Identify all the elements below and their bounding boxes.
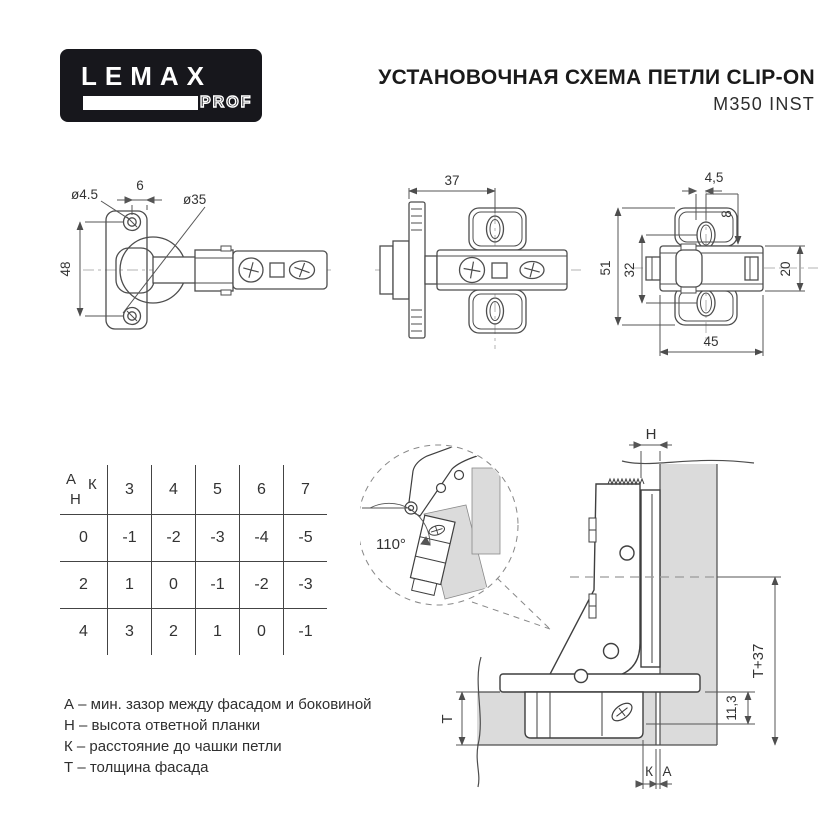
drawing-hinge-front-view: ø4.5 6 ø35 48 (58, 178, 331, 330)
title-block: УСТАНОВОЧНАЯ СХЕМА ПЕТЛИ CLIP-ON M350 IN… (378, 66, 815, 115)
label-gap: А (662, 764, 671, 779)
corner-label-a: А (66, 471, 77, 488)
section-mounting-diagram: Н 110° Т+37 11,3 Т К А (360, 426, 781, 789)
table-cell: -2 (151, 514, 196, 562)
table-cell: 1 (195, 608, 240, 655)
table-cell: -1 (195, 561, 240, 609)
table-cell: 1 (107, 561, 152, 609)
dim-hole-dia: ø4.5 (71, 187, 98, 202)
table-header-row: А К Н 3 4 5 6 7 (60, 465, 327, 515)
table-cell: -1 (283, 608, 327, 655)
lemax-logo: LEMAX PROF (60, 49, 262, 122)
table-row: 4 3 2 1 0 -1 (60, 608, 327, 655)
table-cell: 0 (239, 608, 284, 655)
dim-arm-width: 20 (778, 261, 793, 276)
label-cup-depth: 11,3 (724, 695, 739, 720)
label-opening-angle: 110° (376, 536, 406, 553)
hinge-adjustment-table: А К Н 3 4 5 6 7 0 -1 -2 -3 -4 -5 2 1 0 -… (60, 465, 327, 655)
logo-sub-text: PROF (199, 93, 253, 111)
col-header: 3 (107, 465, 152, 515)
col-header: 7 (283, 465, 327, 515)
legend-item-t: Т – толщина фасада (64, 759, 209, 776)
label-facade-thickness: Т (439, 714, 456, 723)
page-subtitle: M350 INST (713, 94, 815, 114)
page-title: УСТАНОВОЧНАЯ СХЕМА ПЕТЛИ CLIP-ON (378, 66, 815, 89)
legend-item-a: А – мин. зазор между фасадом и боковиной (64, 696, 372, 713)
legend: А – мин. зазор между фасадом и боковиной… (64, 694, 372, 778)
table-row: 2 1 0 -1 -2 -3 (60, 561, 327, 609)
table-cell: -3 (195, 514, 240, 562)
table-row: 0 -1 -2 -3 -4 -5 (60, 514, 327, 562)
drawing-mounting-plate-view: 4,5 8 51 32 20 45 (600, 170, 818, 356)
table-cell: -3 (283, 561, 327, 609)
legend-item-k: К – расстояние до чашки петли (64, 738, 282, 755)
logo-brand-text: LEMAX (81, 61, 212, 91)
table-corner-cell: А К Н (60, 465, 108, 515)
dim-plate-height: 51 (600, 260, 613, 275)
table-cell: -2 (239, 561, 284, 609)
dim-hole-spacing: 48 (58, 261, 73, 276)
col-header: 6 (239, 465, 284, 515)
row-header: 4 (60, 608, 108, 655)
corner-label-h: Н (70, 491, 81, 508)
table-cell: 2 (151, 608, 196, 655)
corner-label-k: К (88, 476, 97, 493)
row-header: 2 (60, 561, 108, 609)
dim-cup-dia: ø35 (183, 192, 206, 207)
col-header: 4 (151, 465, 196, 515)
dim-plate-width: 45 (703, 334, 718, 349)
label-overlay-formula: Т+37 (750, 644, 767, 679)
logo-bar (83, 96, 198, 110)
dim-slot-edge: 8 (719, 210, 734, 218)
dim-depth-to-axis: 37 (444, 173, 459, 188)
dim-slot-spacing: 32 (622, 262, 637, 277)
table-cell: 0 (151, 561, 196, 609)
table-cell: 3 (107, 608, 152, 655)
label-cup-distance: К (645, 764, 653, 779)
table-cell: -5 (283, 514, 327, 562)
legend-item-h: Н – высота ответной планки (64, 717, 261, 734)
col-header: 5 (195, 465, 240, 515)
table-cell: -1 (107, 514, 152, 562)
dim-hole-offset: 6 (136, 178, 144, 193)
detail-balloon (360, 444, 519, 606)
label-plate-height: Н (646, 426, 657, 443)
drawing-hinge-top-view: 37 (375, 173, 581, 349)
dim-slot-to-axis: 4,5 (705, 170, 724, 185)
table-cell: -4 (239, 514, 284, 562)
row-header: 0 (60, 514, 108, 562)
side-panel (660, 464, 717, 745)
